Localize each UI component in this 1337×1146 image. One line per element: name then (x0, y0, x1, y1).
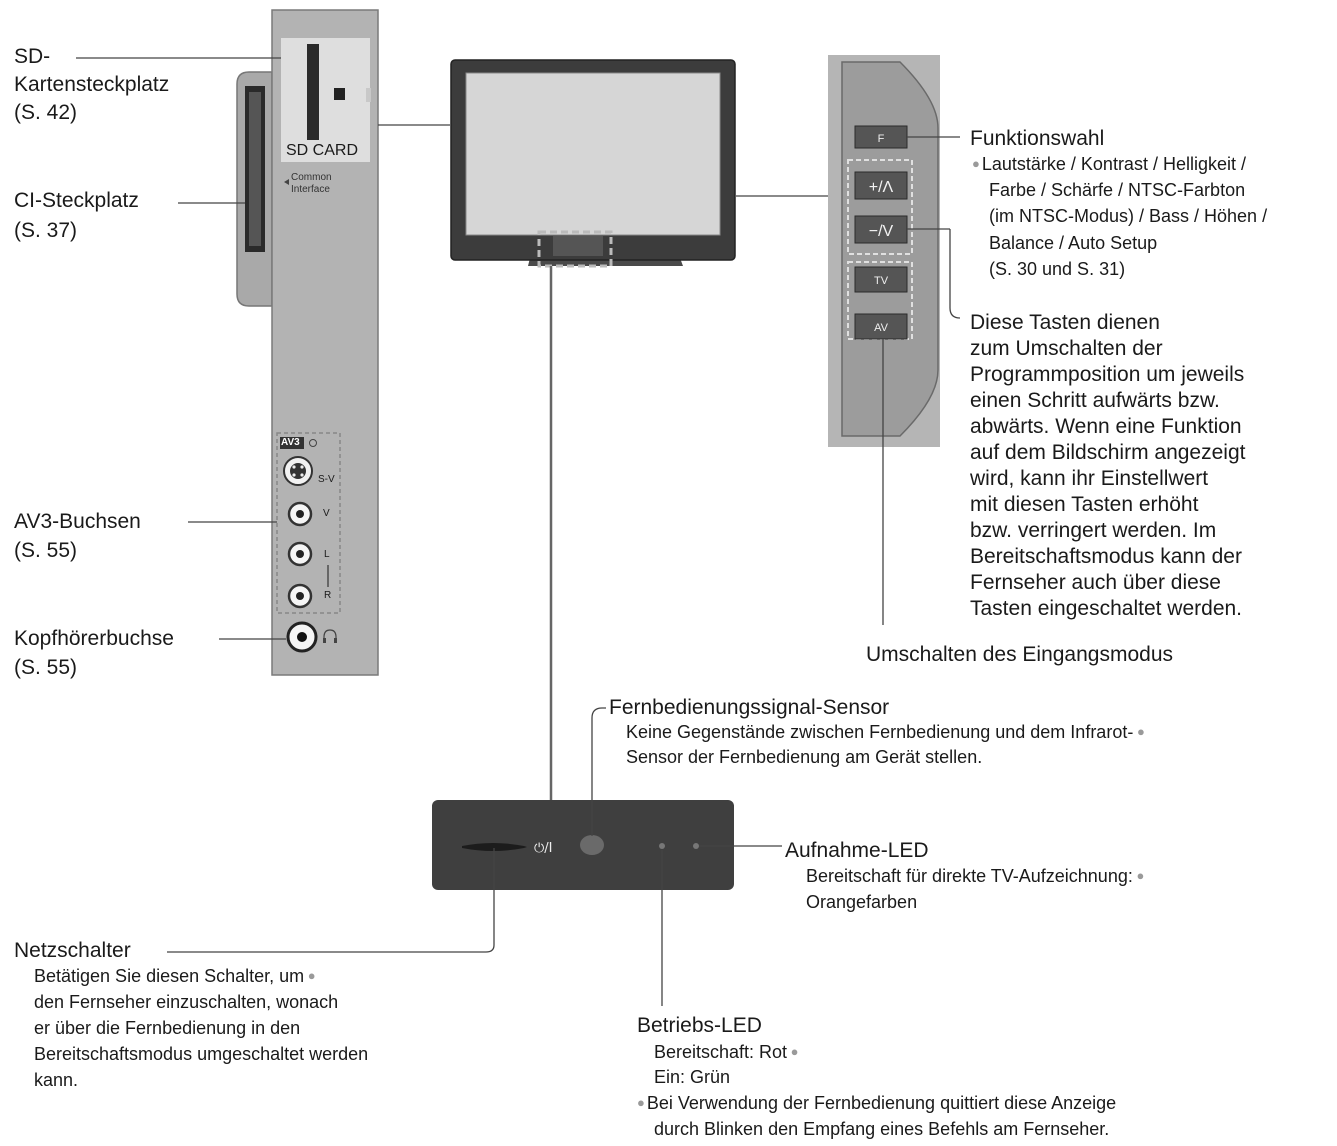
record-led (693, 843, 699, 849)
audio-r-label: R (324, 590, 332, 601)
power-switch-title: Netzschalter (14, 939, 131, 962)
power-icon: ⏻/I (534, 841, 553, 856)
power-switch-text: den Fernseher einzuschalten, wonach (34, 992, 339, 1012)
common-interface-label-2: Interface (291, 184, 330, 195)
function-select-line: Farbe / Schärfe / NTSC-Farbton (989, 180, 1246, 200)
headphone-icon (323, 629, 337, 642)
function-select-line: Balance / Auto Setup (989, 233, 1158, 253)
sd-card-area (281, 38, 370, 162)
input-mode-label: Umschalten des Eingangsmodus (866, 643, 1174, 666)
channel-keys-text: zum Umschalten der (970, 337, 1163, 360)
f-button[interactable]: F (878, 133, 885, 145)
channel-keys-text: abwärts. Wenn eine Funktion (970, 415, 1242, 438)
channel-keys-text: Bereitschaftsmodus kann der (970, 545, 1242, 568)
tv-button[interactable]: TV (874, 275, 889, 287)
av-button[interactable]: AV (874, 322, 889, 334)
power-switch-text: Bereitschaftsmodus umgeschaltet werden (34, 1044, 369, 1064)
sd-slot-page: (S. 42) (14, 101, 78, 124)
function-select-title: Funktionswahl (970, 127, 1105, 150)
power-led (659, 843, 665, 849)
av3-group-box (276, 432, 341, 614)
power-switch-text: Betätigen Sie diesen Schalter, um (34, 965, 316, 989)
channel-group-box (847, 159, 913, 255)
tv-screen (465, 72, 721, 236)
channel-up-button[interactable]: +/Λ (869, 179, 894, 196)
channel-keys-text: Programmposition um jeweils (970, 363, 1245, 386)
channel-keys-text: mit diesen Tasten erhöht (970, 493, 1199, 516)
sd-slot-label: SD- (14, 45, 51, 68)
remote-sensor-title: Fernbedienungssignal-Sensor (609, 696, 890, 719)
channel-keys-text: wird, kann ihr Einstellwert (970, 467, 1209, 490)
power-switch-text: kann. (34, 1070, 79, 1090)
record-led-text: Bereitschaft für direkte TV-Aufzeichnung… (806, 865, 1144, 889)
channel-keys-text: Fernseher auch über diese (970, 571, 1221, 594)
ci-slot-page: (S. 37) (14, 219, 78, 242)
remote-sensor-text: Sensor der Fernbedienung am Gerät stelle… (626, 747, 983, 767)
ci-slot-label: CI-Steckplatz (14, 189, 139, 212)
power-led-title: Betriebs-LED (637, 1014, 762, 1037)
channel-keys-text: auf dem Bildschirm angezeigt (970, 441, 1246, 464)
channel-keys-text: Tasten eingeschaltet werden. (970, 597, 1243, 620)
remote-sensor (580, 835, 604, 855)
channel-down-button[interactable]: −/V (869, 223, 894, 240)
channel-keys-text: Diese Tasten dienen (970, 311, 1160, 334)
sd-card-slot (307, 44, 319, 140)
function-select-line: (S. 30 und S. 31) (989, 259, 1126, 279)
headphone-jack-page: (S. 55) (14, 656, 78, 679)
function-select-line: (im NTSC-Modus) / Bass / Höhen / (989, 206, 1268, 226)
tv-front-detail-box (537, 230, 613, 268)
power-led-text: Ein: Grün (654, 1067, 731, 1087)
record-led-text: Orangefarben (806, 892, 918, 912)
av3-jacks-page: (S. 55) (14, 539, 78, 562)
av3-jacks-label: AV3-Buchsen (14, 510, 141, 533)
remote-sensor-text: Keine Gegenstände zwischen Fernbedienung… (626, 721, 1145, 745)
power-switch[interactable] (462, 843, 527, 851)
channel-keys-text: einen Schritt aufwärts bzw. (970, 389, 1220, 412)
common-interface-label: Common (291, 172, 332, 183)
audio-l-label: L (324, 549, 330, 560)
power-led-text: durch Blinken den Empfang eines Befehls … (654, 1119, 1110, 1139)
record-led-title: Aufnahme-LED (785, 839, 929, 862)
power-led-text: Bereitschaft: Rot (654, 1041, 799, 1065)
function-select-line: Lautstärke / Kontrast / Helligkeit / (972, 153, 1246, 177)
channel-keys-text: bzw. verringert werden. Im (970, 519, 1217, 542)
power-switch-text: er über die Fernbedienung in den (34, 1018, 301, 1038)
sd-card-panel-label: SD CARD (286, 142, 359, 159)
power-led-text: Bei Verwendung der Fernbedienung quittie… (637, 1092, 1116, 1116)
av3-badge: AV3 (281, 437, 300, 448)
video-label: V (323, 508, 330, 519)
headphone-jack-label: Kopfhörerbuchse (14, 627, 174, 650)
sd-slot-label-2: Kartensteckplatz (14, 73, 170, 96)
s-video-label: S-V (318, 474, 335, 485)
